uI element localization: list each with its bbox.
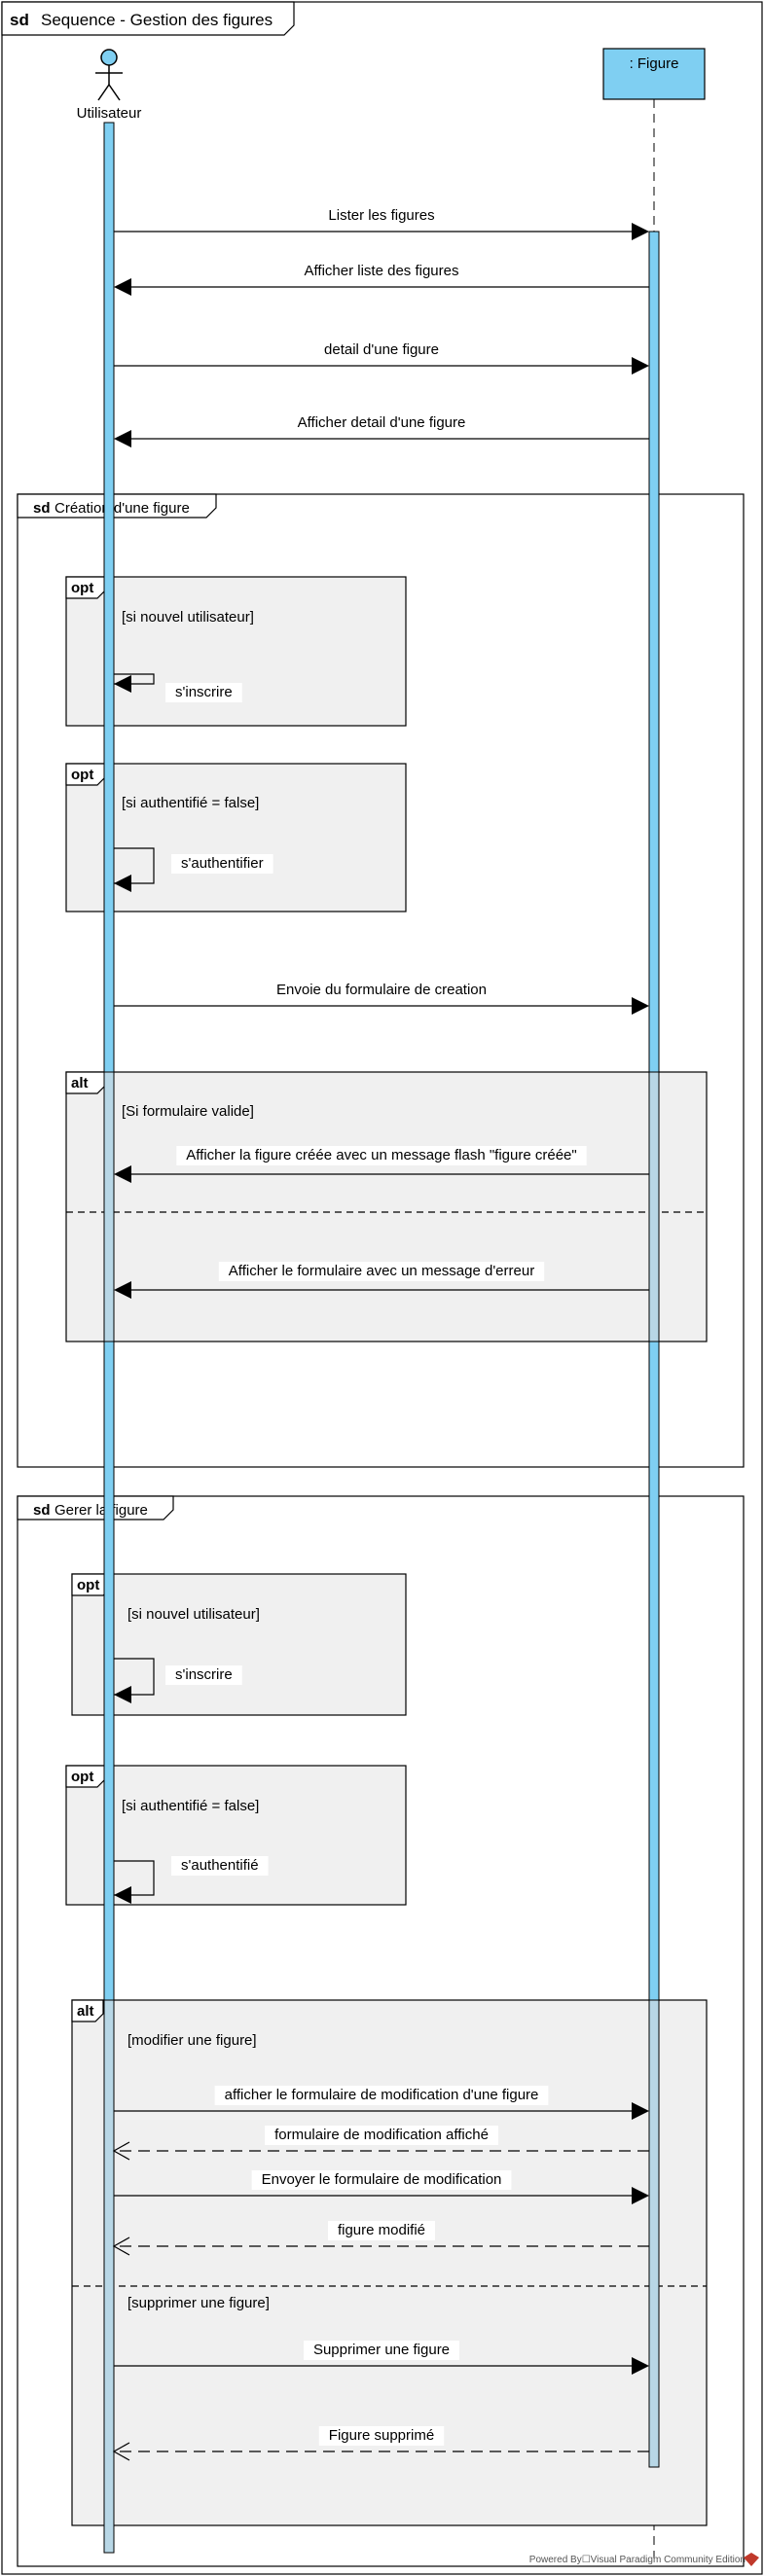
fragment-guard: [supprimer une figure] bbox=[127, 2295, 270, 2311]
message-sync: Supprimer une figure bbox=[114, 2341, 649, 2375]
message-label: s'authentifié bbox=[181, 1857, 259, 1874]
frame-creation: sd Création d'une figure bbox=[17, 493, 745, 1468]
participant-utilisateur: Utilisateur bbox=[77, 49, 142, 122]
fragment-alt: alt [Si formulaire valide] bbox=[65, 1071, 708, 1342]
fragment-operator: opt bbox=[71, 580, 93, 596]
arrowhead-icon bbox=[114, 1686, 131, 1703]
open-arrowhead-icon bbox=[112, 2141, 130, 2161]
message-label: s'authentifier bbox=[181, 855, 264, 872]
fragment-guard: [si nouvel utilisateur] bbox=[122, 609, 254, 626]
message-sync: Envoie du formulaire de creation bbox=[114, 981, 649, 1015]
message-sync: Afficher le formulaire avec un message d… bbox=[114, 1262, 649, 1299]
fragment-operator: alt bbox=[71, 1075, 89, 1091]
message-sync: Afficher la figure créée avec un message… bbox=[114, 1146, 649, 1183]
fragment-guard: [modifier une figure] bbox=[127, 2032, 257, 2049]
fragment-guard: [si nouvel utilisateur] bbox=[127, 1606, 260, 1623]
arrowhead-icon bbox=[114, 430, 131, 447]
message-reply: formulaire de modification affiché bbox=[112, 2126, 649, 2161]
fragment-operator: opt bbox=[71, 1769, 93, 1785]
message-self: s'inscrire bbox=[114, 673, 242, 702]
arrowhead-icon bbox=[632, 2187, 649, 2204]
message-label: s'inscrire bbox=[175, 1666, 233, 1683]
fragment-guard: [Si formulaire valide] bbox=[122, 1103, 254, 1120]
fragment-opt: opt [si authentifié = false] bbox=[65, 1765, 407, 1906]
message-label: s'inscrire bbox=[175, 684, 233, 700]
frame-creation-keyword: sd bbox=[33, 500, 51, 517]
arrowhead-icon bbox=[114, 875, 131, 892]
activation-nested bbox=[103, 1999, 115, 2554]
message-sync: Afficher liste des figures bbox=[114, 262, 649, 296]
frame-gerer: sd Gerer la figure bbox=[17, 1495, 745, 2567]
arrowhead-icon bbox=[632, 2357, 649, 2375]
arrowhead-icon bbox=[632, 2102, 649, 2120]
frame-creation-name: Création d'une figure bbox=[55, 500, 190, 517]
message-label: figure modifié bbox=[338, 2222, 425, 2238]
footer-text: Powered By☐Visual Paradigm Community Edi… bbox=[529, 2555, 746, 2565]
activation-nested bbox=[648, 1999, 660, 2468]
message-self: s'authentifié bbox=[114, 1856, 269, 1904]
activation-nested bbox=[103, 1071, 115, 1342]
open-arrowhead-icon bbox=[112, 2236, 130, 2256]
participant-figure-box bbox=[602, 48, 706, 100]
arrowhead-icon bbox=[114, 1886, 131, 1904]
frame-gerer-keyword: sd bbox=[33, 1502, 51, 1519]
message-label: afficher le formulaire de modification d… bbox=[225, 2087, 539, 2103]
fragment-operator: alt bbox=[77, 2003, 94, 2020]
arrowhead-icon bbox=[114, 278, 131, 296]
arrowhead-icon bbox=[114, 675, 131, 693]
message-sync: Envoyer le formulaire de modification bbox=[114, 2170, 649, 2204]
message-label: Figure supprimé bbox=[329, 2427, 434, 2444]
outer-frame-keyword: sd bbox=[10, 11, 29, 29]
message-label: formulaire de modification affiché bbox=[274, 2127, 489, 2143]
message-label: Afficher liste des figures bbox=[305, 263, 459, 279]
visual-paradigm-logo-icon bbox=[744, 2553, 759, 2566]
participant-figure: : Figure bbox=[602, 48, 706, 100]
arrowhead-icon bbox=[632, 997, 649, 1015]
participant-figure-name: : Figure bbox=[630, 55, 679, 72]
message-sync: detail d'une figure bbox=[114, 340, 649, 375]
message-label: Afficher detail d'une figure bbox=[298, 414, 466, 431]
message-label: Lister les figures bbox=[328, 207, 434, 224]
message-label: Afficher la figure créée avec un message… bbox=[186, 1147, 576, 1163]
arrowhead-icon bbox=[632, 357, 649, 375]
outer-frame-title: Sequence - Gestion des figures bbox=[41, 11, 273, 29]
message-sync: afficher le formulaire de modification d… bbox=[114, 2086, 649, 2120]
open-arrowhead-icon bbox=[112, 2442, 130, 2461]
actor-stick-figure-icon bbox=[95, 49, 123, 101]
fragment-opt: opt [si nouvel utilisateur] bbox=[65, 576, 407, 727]
fragment-alt: alt [modifier une figure] [supprimer une f… bbox=[71, 1999, 708, 2526]
message-self: s'authentifier bbox=[114, 847, 273, 892]
message-reply: figure modifié bbox=[112, 2221, 649, 2256]
footer: Powered By☐Visual Paradigm Community Edi… bbox=[529, 2553, 759, 2566]
message-label: Supprimer une figure bbox=[313, 2342, 450, 2358]
message-reply: Figure supprimé bbox=[112, 2426, 649, 2461]
frame-gerer-name: Gerer la figure bbox=[55, 1502, 148, 1519]
fragment-operator: opt bbox=[77, 1577, 99, 1593]
message-self: s'inscrire bbox=[114, 1658, 242, 1703]
participant-user-name: Utilisateur bbox=[77, 105, 142, 122]
activation-nested bbox=[648, 1071, 660, 1342]
fragment-guard: [si authentifié = false] bbox=[122, 795, 259, 811]
arrowhead-icon bbox=[632, 223, 649, 240]
fragment-guard: [si authentifié = false] bbox=[122, 1798, 259, 1814]
arrowhead-icon bbox=[114, 1281, 131, 1299]
message-label: Envoyer le formulaire de modification bbox=[262, 2171, 502, 2188]
fragment-opt: opt [si authentifié = false] bbox=[65, 763, 407, 912]
message-label: Afficher le formulaire avec un message d… bbox=[229, 1263, 534, 1279]
message-label: Envoie du formulaire de creation bbox=[276, 982, 487, 998]
arrowhead-icon bbox=[114, 1165, 131, 1183]
message-label: detail d'une figure bbox=[324, 341, 439, 358]
message-sync: Lister les figures bbox=[114, 206, 649, 240]
message-sync: Afficher detail d'une figure bbox=[114, 413, 649, 447]
fragment-operator: opt bbox=[71, 767, 93, 783]
